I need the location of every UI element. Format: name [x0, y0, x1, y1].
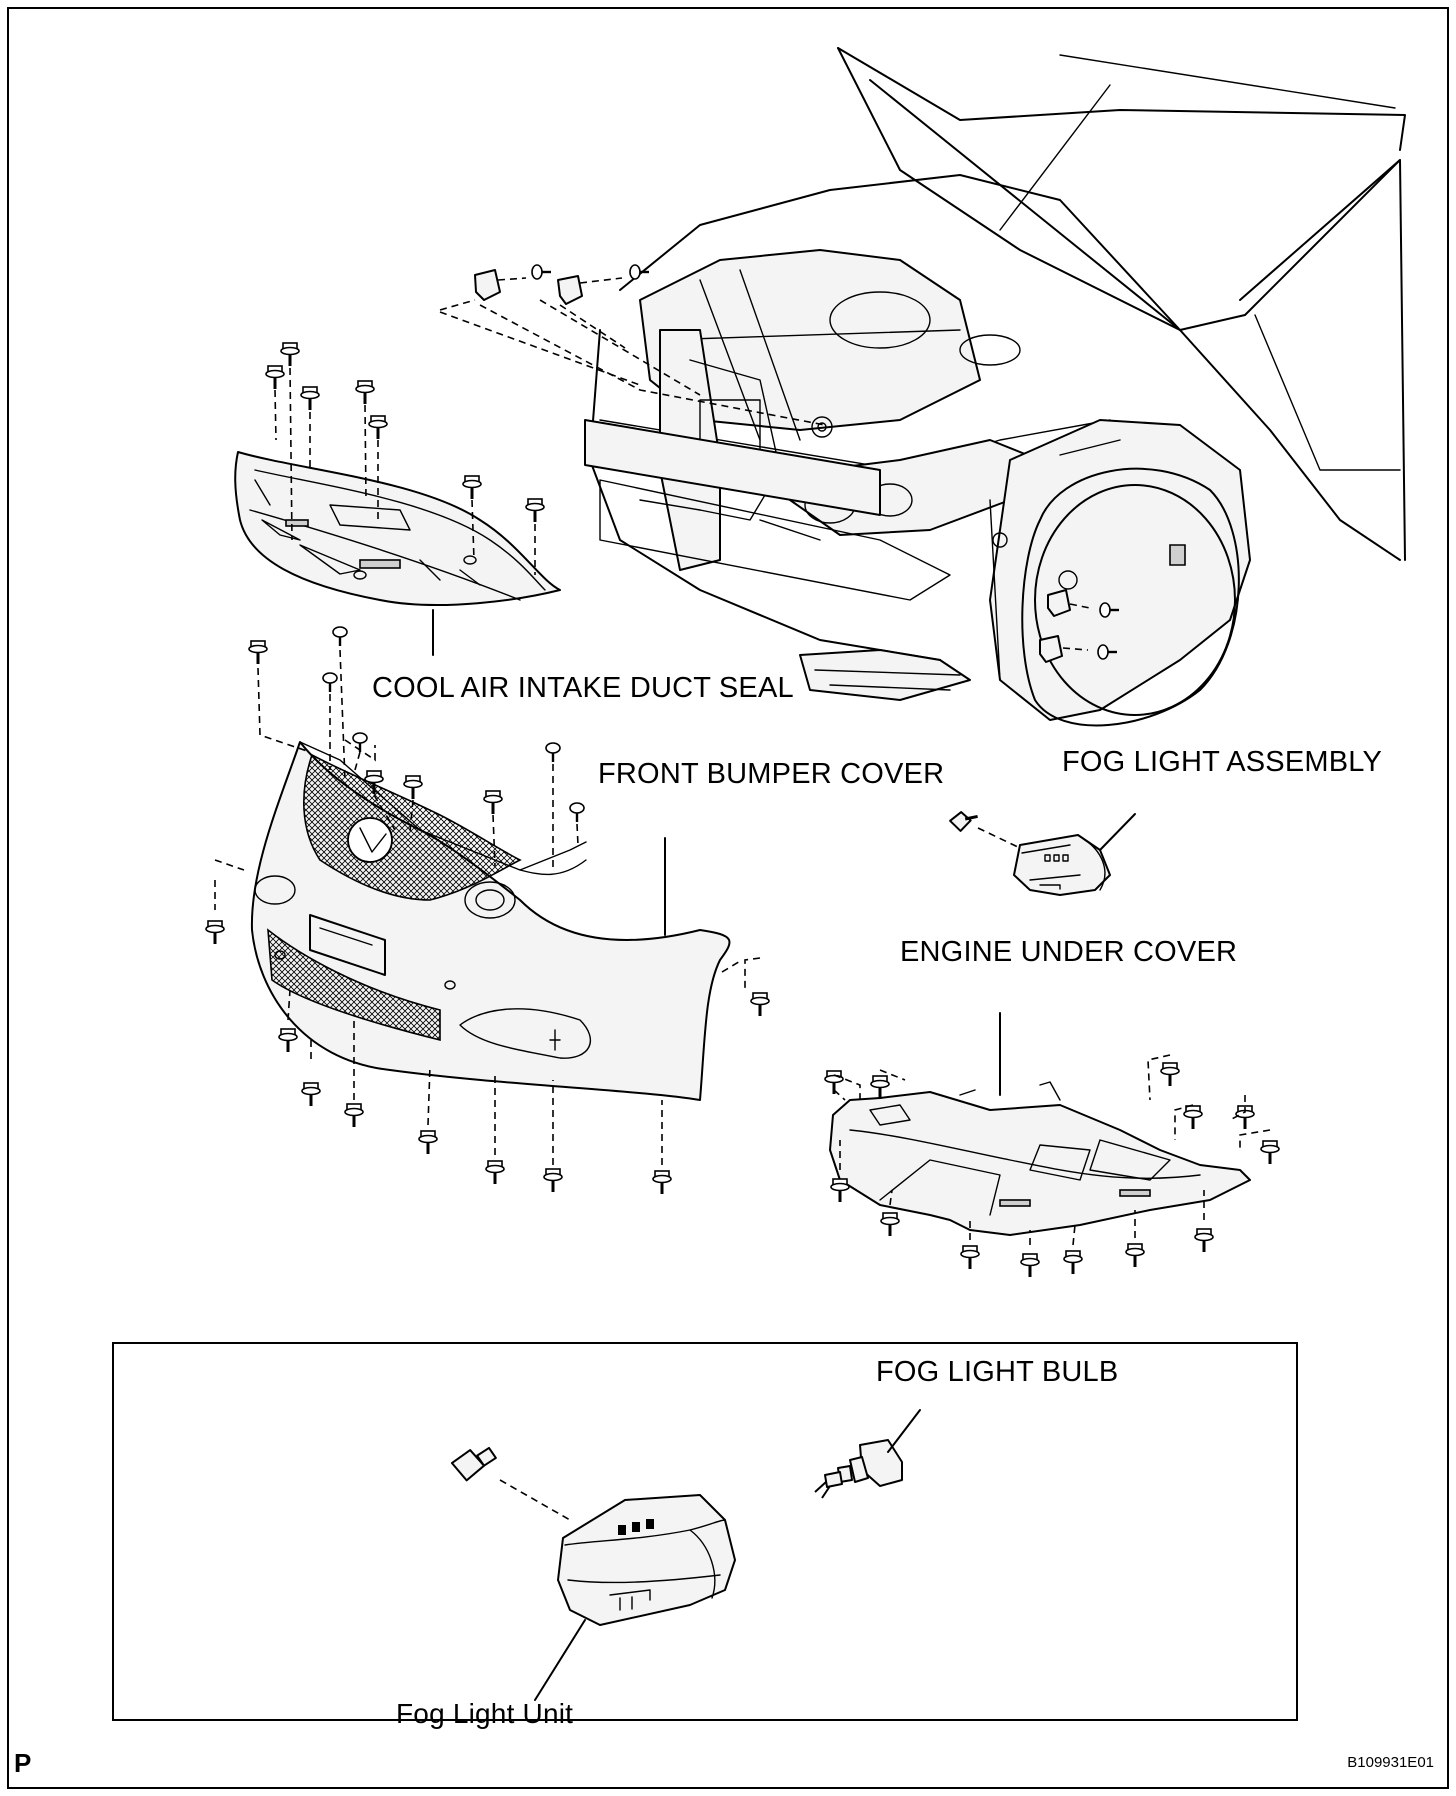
- fog-light-bulb: [814, 1409, 921, 1499]
- fender-liner-clips-top: [439, 263, 826, 426]
- label-fog-light-assembly: FOG LIGHT ASSEMBLY: [1062, 746, 1383, 778]
- corner-mark: P: [14, 1748, 32, 1778]
- fog-light-screw: [450, 1446, 497, 1482]
- fog-light-assembly: [949, 811, 1136, 896]
- label-cool-air-intake-duct-seal: COOL AIR INTAKE DUCT SEAL: [372, 672, 794, 704]
- vehicle-front-body: [584, 47, 1406, 727]
- fender-side-clips: [1039, 589, 1121, 663]
- front-bumper-cover: [250, 741, 731, 1101]
- duct-seal-bolts: [264, 341, 546, 575]
- engine-under-cover: [829, 1012, 1251, 1236]
- label-front-bumper-cover: FRONT BUMPER COVER: [598, 758, 945, 790]
- cool-air-intake-duct-seal: [234, 451, 561, 656]
- detail-inset-box: [112, 1342, 1298, 1721]
- label-engine-under-cover: ENGINE UNDER COVER: [900, 936, 1238, 968]
- label-fog-light-unit: Fog Light Unit: [396, 1698, 574, 1729]
- figure-id: B109931E01: [1347, 1754, 1434, 1771]
- label-fog-light-bulb: FOG LIGHT BULB: [876, 1356, 1119, 1388]
- page-frame: [7, 7, 1449, 1789]
- bumper-cover-fasteners: [204, 625, 771, 1196]
- fog-light-unit: [450, 1446, 736, 1701]
- under-cover-fasteners: [823, 1054, 1281, 1279]
